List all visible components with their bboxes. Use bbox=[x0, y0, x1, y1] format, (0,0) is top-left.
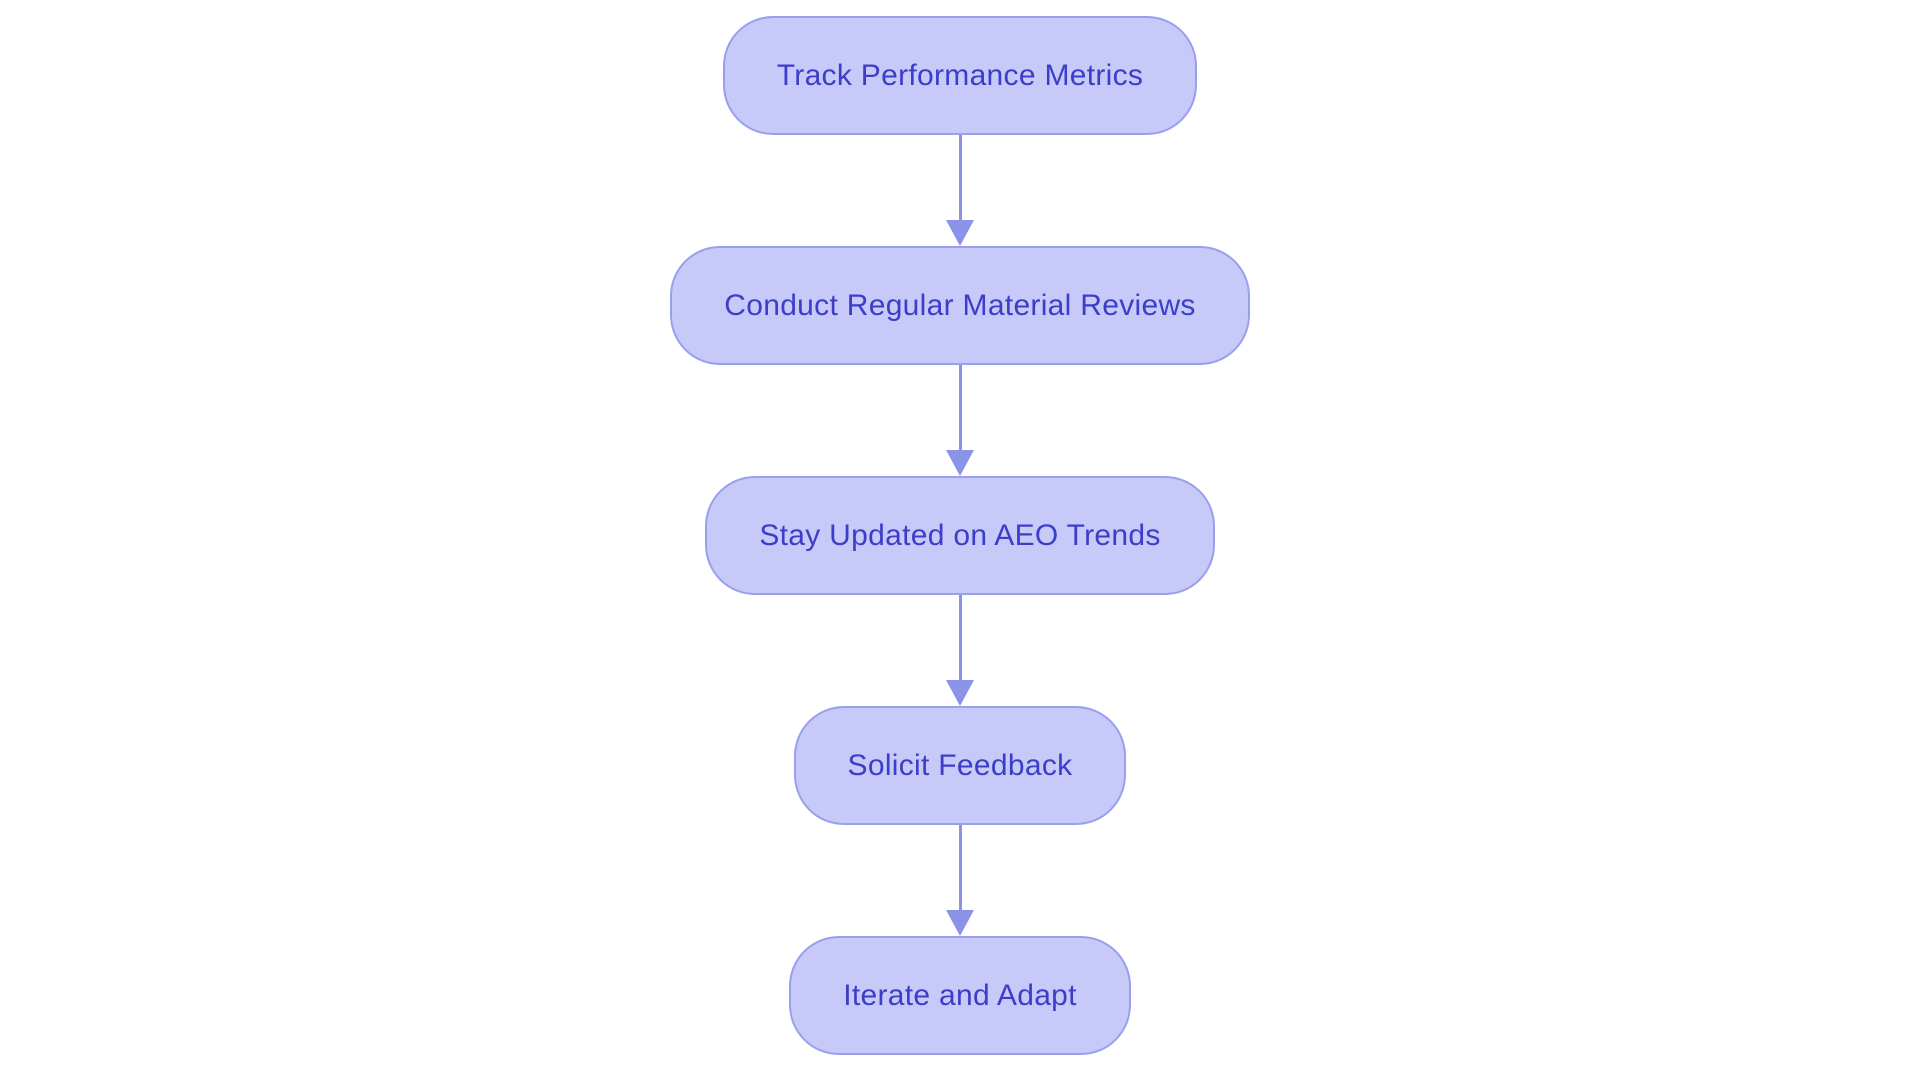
flow-node-conduct-regular-material-reviews: Conduct Regular Material Reviews bbox=[670, 246, 1250, 365]
arrow-down-icon bbox=[946, 220, 974, 246]
arrow-down-icon bbox=[946, 450, 974, 476]
arrow-line bbox=[958, 365, 962, 450]
arrow-line bbox=[958, 135, 962, 220]
arrow-down-icon bbox=[946, 910, 974, 936]
flow-node-stay-updated-on-aeo-trends: Stay Updated on AEO Trends bbox=[705, 476, 1215, 595]
flow-node-track-performance-metrics: Track Performance Metrics bbox=[722, 16, 1198, 135]
node-label-solicit-feedback: Solicit Feedback bbox=[847, 748, 1073, 782]
flow-edge-3 bbox=[945, 595, 975, 706]
arrow-line bbox=[958, 825, 962, 910]
node-label-iterate-and-adapt: Iterate and Adapt bbox=[843, 978, 1077, 1012]
arrow-down-icon bbox=[946, 680, 974, 706]
arrow-line bbox=[958, 595, 962, 680]
flow-node-iterate-and-adapt: Iterate and Adapt bbox=[789, 936, 1131, 1055]
node-label-track-performance-metrics: Track Performance Metrics bbox=[776, 58, 1144, 92]
flow-edge-2 bbox=[945, 365, 975, 476]
flow-edge-1 bbox=[945, 135, 975, 246]
node-label-conduct-regular-material-reviews: Conduct Regular Material Reviews bbox=[724, 288, 1196, 322]
flow-node-solicit-feedback: Solicit Feedback bbox=[793, 706, 1127, 825]
flow-edge-4 bbox=[945, 825, 975, 936]
node-label-stay-updated-on-aeo-trends: Stay Updated on AEO Trends bbox=[759, 518, 1161, 552]
